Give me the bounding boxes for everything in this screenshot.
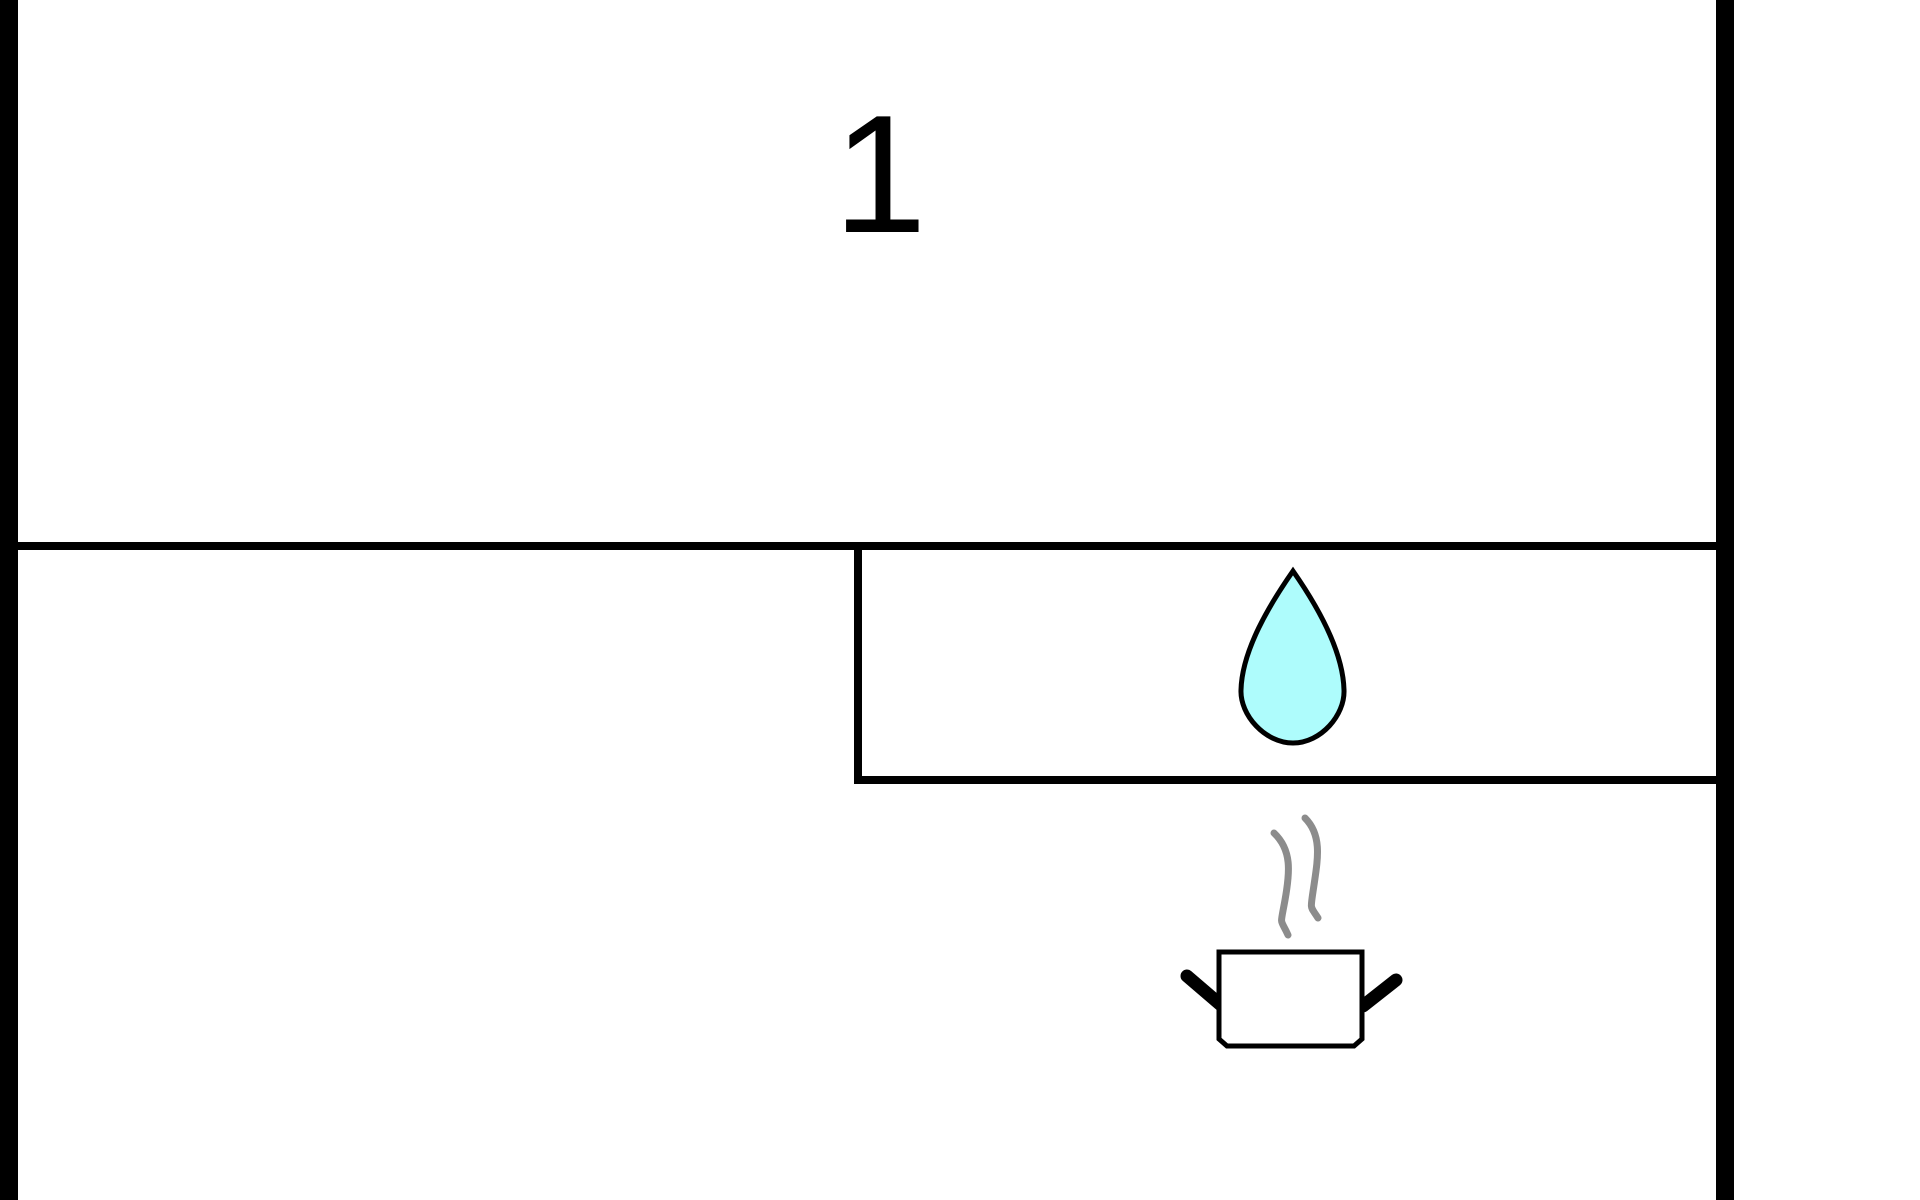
pot-body	[1216, 949, 1365, 1049]
pot-handle-left	[1180, 969, 1229, 1013]
pot-handle-right	[1356, 973, 1403, 1013]
step-number: 1	[833, 80, 927, 268]
shelf-outline	[854, 546, 1716, 784]
cooking-pot-icon	[1180, 949, 1403, 1049]
water-drop-icon	[1238, 566, 1347, 746]
steam-icon	[1270, 814, 1322, 939]
